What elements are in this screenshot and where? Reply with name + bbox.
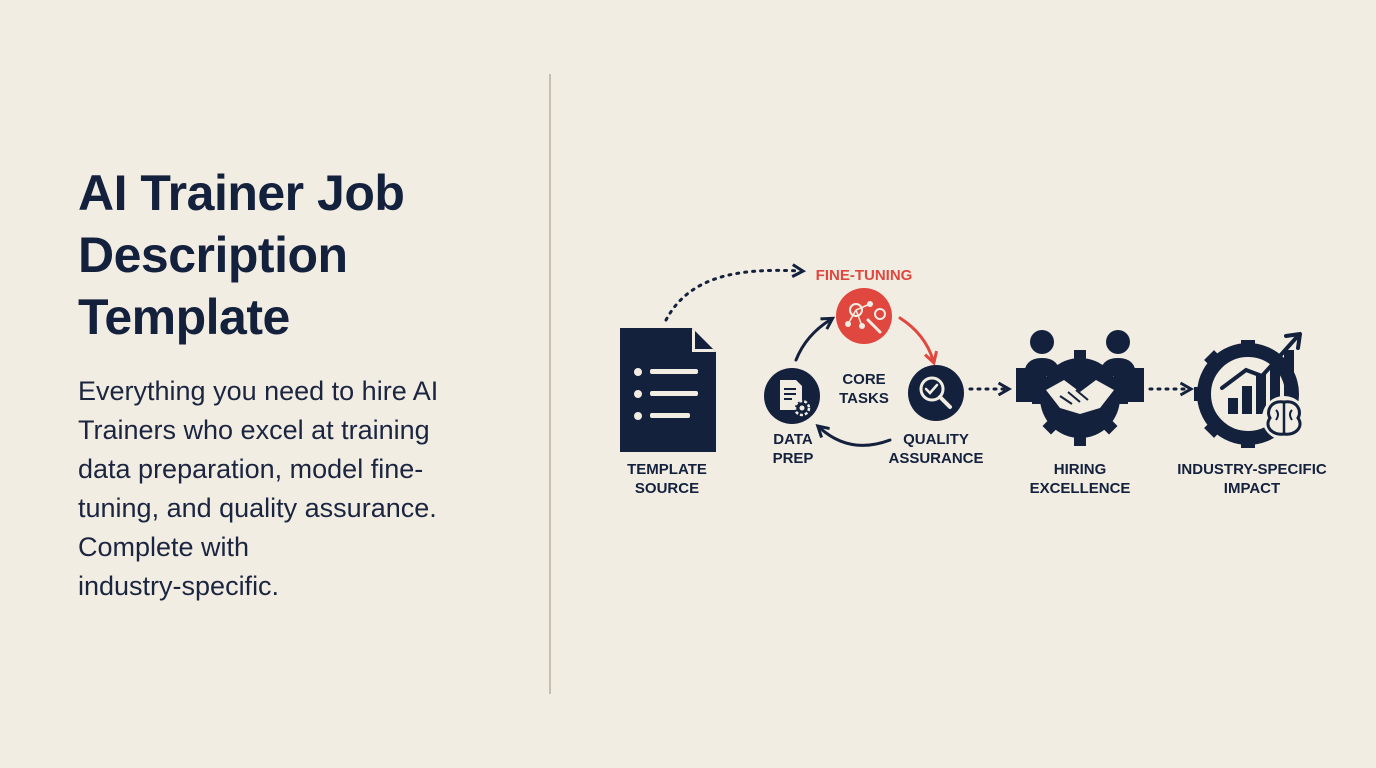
page-description: Everything you need to hire AI Trainers … — [78, 372, 488, 606]
title-line: Template — [78, 289, 290, 345]
document-gear-icon — [764, 368, 820, 424]
fine-tuning-label: FINE-TUNING — [816, 267, 913, 284]
document-icon — [620, 328, 716, 452]
page-title: AI Trainer Job Description Template — [78, 162, 518, 348]
template-source-label-2: SOURCE — [635, 480, 699, 497]
gear-growth-brain-icon — [1194, 332, 1306, 448]
template-source-label-1: TEMPLATE — [627, 461, 707, 478]
network-wrench-icon — [836, 288, 892, 344]
arrow-fine-tuning-to-quality — [898, 316, 938, 366]
title-line: AI Trainer Job — [78, 165, 405, 221]
arrow-quality-to-data-prep — [815, 423, 892, 447]
vertical-divider — [549, 74, 551, 694]
industry-impact-label-1: INDUSTRY-SPECIFIC — [1177, 461, 1327, 478]
handshake-people-gear-icon — [1016, 330, 1144, 446]
title-line: Description — [78, 227, 348, 283]
core-tasks-label-2: TASKS — [839, 390, 889, 407]
quality-assurance-label-2: ASSURANCE — [888, 450, 983, 467]
hiring-excellence-label-2: EXCELLENCE — [1030, 480, 1131, 497]
data-prep-label-1: DATA — [773, 431, 813, 448]
description-line: Everything you need to hire AI — [78, 376, 439, 406]
industry-impact-label-2: IMPACT — [1224, 480, 1280, 497]
arrow-data-prep-to-fine-tuning — [794, 316, 836, 362]
description-line: Complete with — [78, 532, 250, 562]
description-line: Trainers who excel at training — [78, 415, 430, 445]
description-line: industry-specific. — [78, 571, 280, 601]
hiring-excellence-label-1: HIRING — [1054, 461, 1107, 478]
data-prep-label-2: PREP — [773, 450, 814, 467]
dotted-arrow-to-fine-tuning — [664, 263, 807, 322]
magnifier-check-icon — [908, 365, 964, 421]
intro-panel: AI Trainer Job Description Template Ever… — [78, 162, 518, 606]
quality-assurance-label-1: QUALITY — [903, 431, 969, 448]
description-line: tuning, and quality assurance. — [78, 493, 437, 523]
core-tasks-label-1: CORE — [842, 371, 885, 388]
description-line: data preparation, model fine- — [78, 454, 424, 484]
